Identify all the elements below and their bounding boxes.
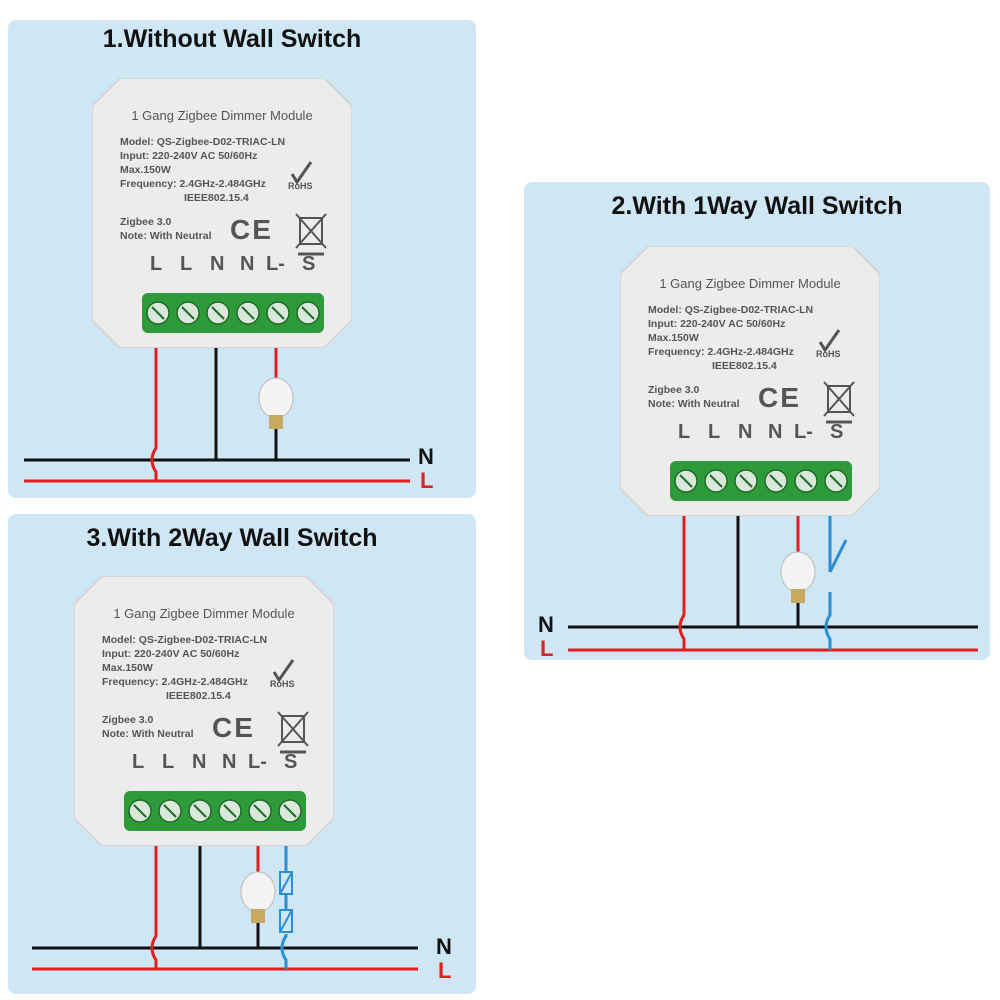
terminal-label: N [240, 253, 255, 275]
terminal-label: N [222, 751, 237, 773]
terminal-label: N [768, 421, 783, 443]
live-feed-wire [150, 846, 158, 969]
module-note: Note: With Neutral [102, 728, 194, 740]
ce-mark: CE [212, 712, 255, 743]
terminal-label: S [830, 421, 844, 443]
rohs-mark: RoHS [288, 181, 313, 191]
bulb-icon [240, 871, 276, 923]
panel-title: 1.Without Wall Switch [102, 25, 362, 53]
module-max: Max.150W [102, 662, 153, 674]
panel-1way-switch: 2.With 1Way Wall Switch 1 Gang Zigbee Di… [524, 182, 990, 660]
panel-without-switch: 1.Without Wall Switch 1 Gang Zigbee Dimm… [8, 20, 476, 498]
module-frequency: Frequency: 2.4GHz-2.484GHz [102, 676, 248, 688]
module-title: 1 Gang Zigbee Dimmer Module [659, 276, 841, 291]
module-zigbee: Zigbee 3.0 [648, 384, 700, 396]
module-model: Model: QS-Zigbee-D02-TRIAC-LN [102, 634, 268, 646]
module-model: Model: QS-Zigbee-D02-TRIAC-LN [648, 304, 814, 316]
module-title: 1 Gang Zigbee Dimmer Module [113, 606, 295, 621]
module-ieee: IEEE802.15.4 [712, 360, 777, 372]
ce-mark: CE [230, 214, 273, 245]
module-model: Model: QS-Zigbee-D02-TRIAC-LN [120, 136, 286, 148]
wiring-diagram [24, 348, 410, 483]
terminal-label: L [708, 421, 721, 443]
module-housing [620, 246, 880, 516]
module-input: Input: 220-240V AC 50/60Hz [102, 648, 240, 660]
terminal-label: L [132, 751, 145, 773]
dimmer-module: 1 Gang Zigbee Dimmer Module Model: QS-Zi… [620, 246, 880, 516]
switch-wire [824, 516, 832, 650]
wiring-diagram [32, 846, 418, 971]
live-feed-wire [150, 348, 158, 481]
terminal-label: L [150, 253, 163, 275]
module-note: Note: With Neutral [648, 398, 740, 410]
two-way-switch-icon [279, 871, 293, 933]
terminal-label: L [180, 253, 193, 275]
ce-mark: CE [758, 382, 801, 413]
module-title: 1 Gang Zigbee Dimmer Module [131, 108, 313, 123]
module-zigbee: Zigbee 3.0 [120, 216, 172, 228]
live-label: L [540, 636, 554, 660]
terminal-label: N [738, 421, 753, 443]
terminal-label: L [678, 421, 691, 443]
neutral-label: N [418, 444, 434, 469]
live-label: L [420, 468, 434, 493]
dimmer-module: 1 Gang Zigbee Dimmer Module Model: QS-Zi… [74, 576, 334, 846]
module-max: Max.150W [120, 164, 171, 176]
neutral-label: N [436, 934, 452, 959]
switch-wire [280, 846, 288, 969]
module-frequency: Frequency: 2.4GHz-2.484GHz [648, 346, 794, 358]
panel-title: 3.With 2Way Wall Switch [86, 524, 378, 552]
terminal-label: L- [266, 253, 285, 275]
module-ieee: IEEE802.15.4 [166, 690, 231, 702]
module-input: Input: 220-240V AC 50/60Hz [648, 318, 786, 330]
module-housing [92, 78, 352, 348]
terminal-label: L- [794, 421, 813, 443]
panel-2way-switch: 3.With 2Way Wall Switch 1 Gang Zigbee Di… [8, 514, 476, 994]
bulb-icon [780, 551, 816, 603]
module-max: Max.150W [648, 332, 699, 344]
wiring-diagram [568, 516, 978, 652]
bulb-icon [258, 377, 294, 429]
module-frequency: Frequency: 2.4GHz-2.484GHz [120, 178, 266, 190]
module-input: Input: 220-240V AC 50/60Hz [120, 150, 258, 162]
panel-title: 2.With 1Way Wall Switch [611, 192, 903, 220]
terminal-label: N [210, 253, 225, 275]
terminal-label: S [302, 253, 316, 275]
terminal-label: N [192, 751, 207, 773]
terminal-label: L [162, 751, 175, 773]
switch-icon [828, 539, 848, 573]
neutral-label: N [538, 612, 554, 637]
live-label: L [438, 958, 452, 983]
dimmer-module: 1 Gang Zigbee Dimmer Module Model: QS-Zi… [92, 78, 352, 348]
rohs-mark: RoHS [816, 349, 841, 359]
module-ieee: IEEE802.15.4 [184, 192, 249, 204]
module-note: Note: With Neutral [120, 230, 212, 242]
module-housing [74, 576, 334, 846]
module-zigbee: Zigbee 3.0 [102, 714, 154, 726]
terminal-label: S [284, 751, 298, 773]
terminal-label: L- [248, 751, 267, 773]
live-feed-wire [678, 516, 686, 650]
rohs-mark: RoHS [270, 679, 295, 689]
